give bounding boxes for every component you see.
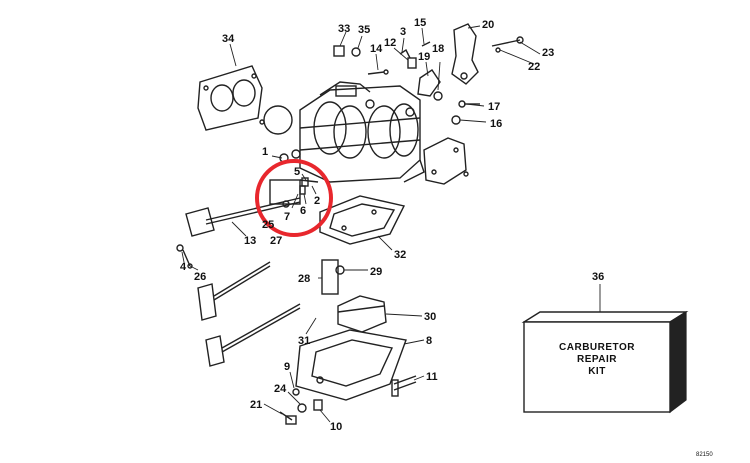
side-cover-plate — [423, 137, 469, 185]
callout-16: 16 — [490, 118, 502, 130]
kit-label-line2: REPAIR — [577, 354, 617, 365]
callout-35: 35 — [358, 24, 370, 36]
callout-6: 6 — [300, 205, 306, 217]
callout-31: 31 — [298, 335, 310, 347]
leader-lines — [181, 25, 541, 423]
part-34-gasket — [197, 65, 263, 131]
callout-34: 34 — [222, 33, 235, 45]
callout-9: 9 — [284, 361, 290, 373]
callout-26: 26 — [194, 271, 206, 283]
callout-4: 4 — [180, 261, 187, 273]
part-13-throttle-shaft — [185, 197, 301, 237]
callout-12: 12 — [384, 37, 396, 49]
callout-5: 5 — [294, 166, 300, 178]
callout-23: 23 — [542, 47, 554, 59]
kit-label-line3: KIT — [588, 366, 606, 377]
callout-20: 20 — [482, 19, 494, 31]
part-30-float — [337, 295, 387, 333]
part-14-12-screws — [367, 57, 417, 75]
figure-id: 82150 — [696, 452, 713, 458]
callout-labels: 34 33 35 3 15 20 14 12 19 18 23 22 17 16… — [180, 17, 604, 433]
highlight-circle — [255, 159, 333, 237]
callout-24: 24 — [274, 383, 287, 395]
carburetor-body — [263, 81, 425, 183]
choke-shaft — [197, 261, 271, 321]
callout-18: 18 — [432, 43, 444, 55]
part-28-needle — [321, 259, 345, 295]
callout-36: 36 — [592, 271, 604, 283]
kit-label-line1: CARBURETOR — [559, 342, 635, 353]
callout-28: 28 — [298, 273, 310, 285]
callout-14: 14 — [370, 43, 383, 55]
callout-17: 17 — [488, 101, 500, 113]
part-20-arm — [451, 23, 479, 85]
part-21-drain-plug — [279, 411, 297, 425]
callout-10: 10 — [330, 421, 342, 433]
callout-15: 15 — [414, 17, 426, 29]
callout-8: 8 — [426, 335, 432, 347]
part-31-shaft — [205, 303, 301, 367]
callout-2: 2 — [314, 195, 320, 207]
part-10-screw — [313, 399, 323, 411]
callout-3: 3 — [400, 26, 406, 38]
part-23-22-screw — [491, 36, 524, 53]
part-19-18-lever — [417, 69, 443, 101]
part-33-35-nuts — [333, 45, 361, 57]
callout-27: 27 — [270, 235, 282, 247]
part-9-24-gasket — [292, 388, 307, 413]
callout-21: 21 — [250, 399, 262, 411]
callout-33: 33 — [338, 23, 350, 35]
part-4-26-screw — [176, 244, 193, 269]
callout-22: 22 — [528, 61, 540, 73]
callout-19: 19 — [418, 51, 430, 63]
callout-30: 30 — [424, 311, 436, 323]
part-5-2-6-7-jets — [269, 177, 319, 208]
callout-32: 32 — [394, 249, 406, 261]
callout-7: 7 — [284, 211, 290, 223]
callout-29: 29 — [370, 266, 382, 278]
part-8-float-bowl — [295, 329, 407, 401]
part-32-gasket — [319, 195, 406, 245]
part-36-repair-kit: CARBURETOR REPAIR KIT — [521, 284, 689, 414]
callout-13: 13 — [244, 235, 256, 247]
callout-25: 25 — [262, 219, 274, 231]
part-3-15-clips — [399, 41, 431, 59]
callout-11: 11 — [426, 371, 438, 383]
part-11-bolt — [391, 375, 417, 397]
callout-1: 1 — [262, 146, 268, 158]
